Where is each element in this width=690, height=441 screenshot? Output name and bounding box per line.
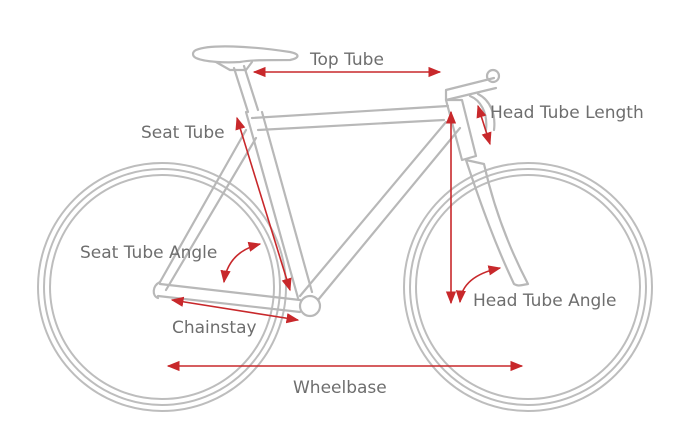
wheelbase-label: Wheelbase — [293, 378, 387, 398]
top-tube — [250, 104, 450, 132]
seat-tube-label: Seat Tube — [141, 123, 225, 143]
seat-tube-arrow — [235, 116, 292, 292]
head-tube — [444, 98, 478, 162]
head-tube-angle-arrow — [455, 265, 502, 304]
chainstay-arrow — [170, 296, 300, 324]
head-tube-length-label: Head Tube Length — [490, 103, 644, 123]
head-tube-length-arrow — [476, 104, 492, 146]
seat-post — [232, 64, 260, 114]
front-wheel — [403, 162, 653, 412]
measurement-arrows — [166, 66, 524, 372]
fork — [464, 158, 530, 287]
bike-frame — [152, 45, 530, 318]
down-tube — [298, 120, 462, 302]
head-tube-angle-label: Head Tube Angle — [473, 291, 616, 311]
seat-tube-angle-arrow — [220, 241, 262, 284]
seat-stays — [158, 128, 258, 292]
rear-wheel — [37, 162, 287, 412]
chainstay-label: Chainstay — [172, 318, 257, 338]
saddle — [191, 45, 299, 64]
seat-tube-angle-label: Seat Tube Angle — [80, 243, 217, 263]
stem — [444, 76, 498, 102]
top-tube-label: Top Tube — [309, 50, 384, 70]
